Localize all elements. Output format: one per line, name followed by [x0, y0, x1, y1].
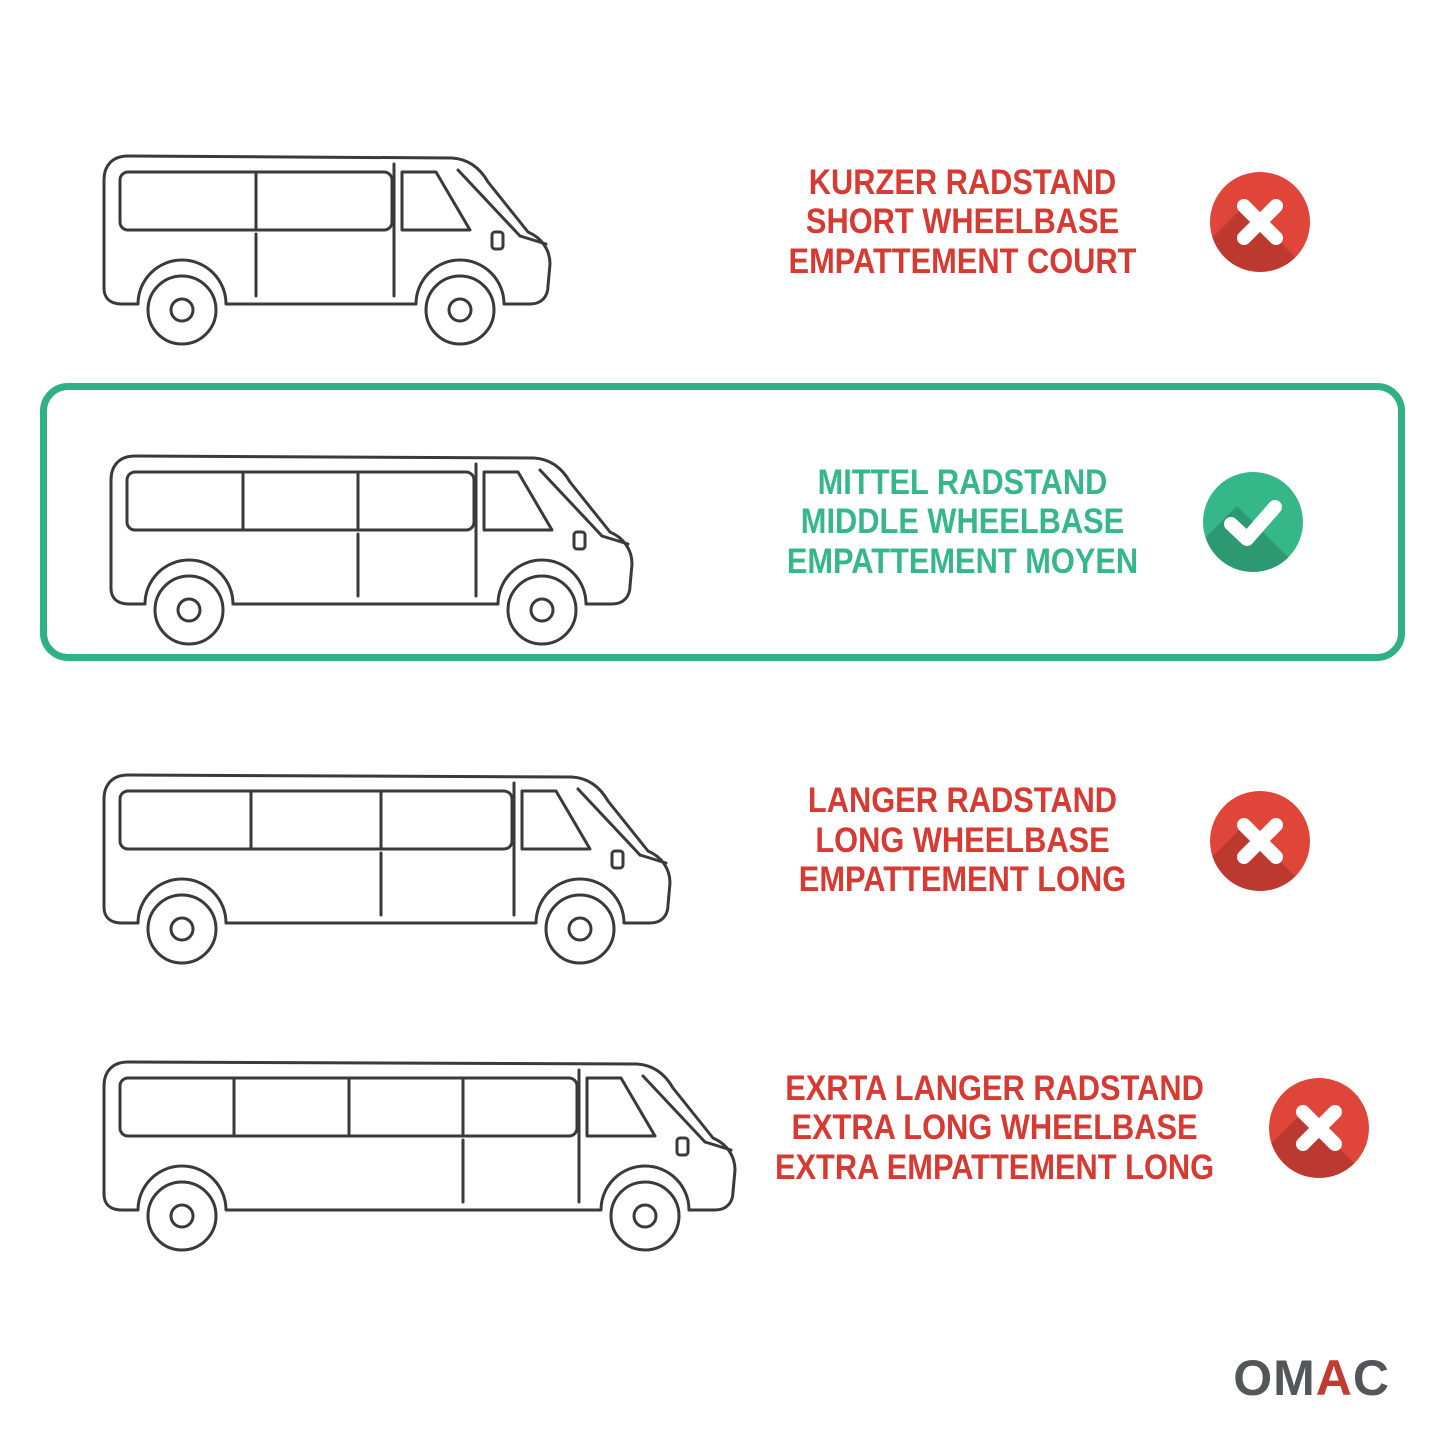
status-badge	[1210, 172, 1310, 272]
row-middle-wheelbase: MITTEL RADSTAND MIDDLE WHEELBASE EMPATTE…	[47, 390, 1398, 654]
label-line: EXTRA EMPATTEMENT LONG	[774, 1147, 1215, 1187]
label-line: LONG WHEELBASE	[815, 820, 1110, 860]
label-line: SHORT WHEELBASE	[805, 202, 1120, 242]
label-line: MIDDLE WHEELBASE	[800, 502, 1125, 542]
labels-extra-long-wheelbase: EXRTA LANGER RADSTAND EXTRA LONG WHEELBA…	[775, 1069, 1214, 1188]
labels-middle-wheelbase: MITTEL RADSTAND MIDDLE WHEELBASE EMPATTE…	[773, 463, 1152, 582]
cross-icon	[1237, 817, 1283, 864]
cross-icon	[1237, 199, 1283, 245]
label-line: EMPATTEMENT COURT	[788, 241, 1137, 281]
label-line: EMPATTEMENT MOYEN	[786, 541, 1139, 581]
status-badge	[1203, 472, 1303, 572]
status-badge-col	[1178, 472, 1328, 572]
check-icon	[1224, 500, 1282, 546]
van-long-wheelbase-illustration	[102, 773, 672, 964]
status-badge-col	[1244, 1078, 1394, 1178]
van-middle-wheelbase-illustration	[109, 454, 634, 646]
labels-long-wheelbase: LANGER RADSTAND LONG WHEELBASE EMPATTEME…	[767, 781, 1159, 900]
row-long-wheelbase: LANGER RADSTAND LONG WHEELBASE EMPATTEME…	[40, 688, 1405, 993]
label-line: MITTEL RADSTAND	[817, 462, 1108, 502]
row-short-wheelbase: KURZER RADSTAND SHORT WHEELBASE EMPATTEM…	[40, 72, 1405, 372]
label-line: EXRTA LANGER RADSTAND	[785, 1068, 1204, 1108]
status-badge-col	[1185, 172, 1335, 272]
status-badge	[1269, 1078, 1370, 1178]
cross-icon	[1296, 1105, 1343, 1151]
label-line: EMPATTEMENT LONG	[798, 860, 1127, 900]
logo-suffix: C	[1352, 1350, 1390, 1406]
van-extra-long-slot	[40, 998, 745, 1258]
van-long-slot	[40, 711, 740, 971]
label-line: KURZER RADSTAND	[808, 162, 1117, 202]
van-short-wheelbase-illustration	[102, 154, 552, 346]
labels-short-wheelbase: KURZER RADSTAND SHORT WHEELBASE EMPATTEM…	[767, 163, 1159, 282]
omac-logo: OMAC	[1233, 1349, 1390, 1407]
van-short-slot	[40, 92, 740, 352]
label-line: EXTRA LONG WHEELBASE	[791, 1108, 1198, 1148]
status-badge	[1210, 790, 1310, 891]
selected-option-highlight: MITTEL RADSTAND MIDDLE WHEELBASE EMPATTE…	[40, 383, 1405, 661]
logo-prefix: OM	[1233, 1350, 1316, 1406]
status-badge-col	[1185, 790, 1335, 891]
van-middle-slot	[47, 392, 747, 652]
label-line: LANGER RADSTAND	[807, 781, 1118, 821]
van-extra-long-wheelbase-illustration	[102, 1060, 737, 1252]
logo-accent-letter: A	[1315, 1350, 1353, 1406]
row-extra-long-wheelbase: EXRTA LANGER RADSTAND EXTRA LONG WHEELBA…	[40, 968, 1405, 1288]
